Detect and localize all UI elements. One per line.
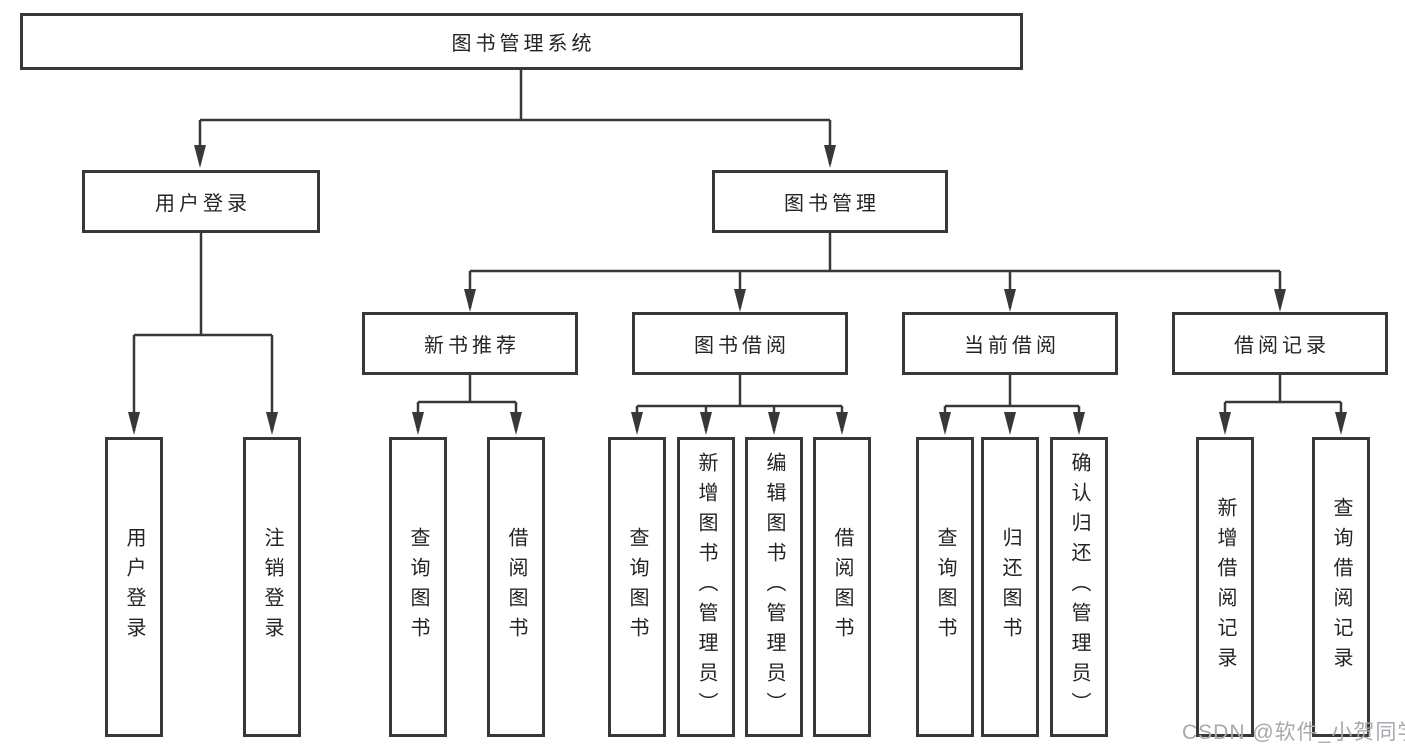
edge-records-to-leaves bbox=[1223, 375, 1343, 431]
node-label: 借阅图书 bbox=[831, 527, 853, 647]
node-label: 当前借阅 bbox=[964, 335, 1060, 357]
leaf-recommend-query-book: 查询图书 bbox=[389, 437, 447, 737]
edge-current-to-leaves bbox=[943, 375, 1081, 431]
watermark: CSDN @软件_小贺同学 bbox=[1182, 721, 1405, 744]
node-label: 注销登录 bbox=[261, 527, 283, 647]
arrow-down-icon bbox=[1274, 289, 1286, 312]
node-label: 查询借阅记录 bbox=[1330, 497, 1352, 677]
arrow-down-icon bbox=[768, 412, 780, 435]
node-label: 用户登录 bbox=[123, 527, 145, 647]
leaf-borrow-add-book: 新增图书（管理员） bbox=[677, 437, 735, 737]
arrow-down-icon bbox=[939, 412, 951, 435]
node-label: 新书推荐 bbox=[424, 335, 520, 357]
arrow-down-icon bbox=[1004, 412, 1016, 435]
edge-root-to-level2 bbox=[198, 70, 832, 164]
node-label: 新增图书（管理员） bbox=[695, 452, 717, 722]
node-current-borrow: 当前借阅 bbox=[902, 312, 1118, 375]
arrow-down-icon bbox=[631, 412, 643, 435]
arrow-down-icon bbox=[836, 412, 848, 435]
leaf-borrow-borrow-book: 借阅图书 bbox=[813, 437, 871, 737]
edges bbox=[132, 70, 1343, 431]
arrow-down-icon bbox=[1004, 289, 1016, 312]
arrow-down-icon bbox=[734, 289, 746, 312]
arrowhead-icons bbox=[128, 145, 1347, 435]
leaf-borrow-query-book: 查询图书 bbox=[608, 437, 666, 737]
leaf-current-return-book: 归还图书 bbox=[981, 437, 1039, 737]
leaf-records-add-record: 新增借阅记录 bbox=[1196, 437, 1254, 737]
node-root: 图书管理系统 bbox=[20, 13, 1023, 70]
leaf-borrow-edit-book: 编辑图书（管理员） bbox=[745, 437, 803, 737]
arrow-down-icon bbox=[266, 412, 278, 435]
node-book-management: 图书管理 bbox=[712, 170, 948, 233]
node-label: 查询图书 bbox=[407, 527, 429, 647]
leaf-current-query-book: 查询图书 bbox=[916, 437, 974, 737]
arrow-down-icon bbox=[700, 412, 712, 435]
arrow-down-icon bbox=[1219, 412, 1231, 435]
edge-manage-to-level3 bbox=[468, 233, 1282, 308]
arrow-down-icon bbox=[1335, 412, 1347, 435]
node-label: 借阅记录 bbox=[1234, 335, 1330, 357]
leaf-logout: 注销登录 bbox=[243, 437, 301, 737]
leaf-current-confirm-return: 确认归还（管理员） bbox=[1050, 437, 1108, 737]
node-label: 归还图书 bbox=[999, 527, 1021, 647]
leaf-user-login: 用户登录 bbox=[105, 437, 163, 737]
node-label: 编辑图书（管理员） bbox=[763, 452, 785, 722]
node-label: 图书借阅 bbox=[694, 335, 790, 357]
node-label: 确认归还（管理员） bbox=[1068, 452, 1090, 722]
arrow-down-icon bbox=[824, 145, 836, 168]
node-label: 图书管理 bbox=[784, 193, 880, 215]
edge-login-to-leaves bbox=[132, 233, 274, 431]
arrow-down-icon bbox=[194, 145, 206, 168]
arrow-down-icon bbox=[128, 412, 140, 435]
edge-borrow-to-leaves bbox=[635, 375, 844, 431]
edge-recommend-to-leaves bbox=[416, 375, 518, 431]
node-label: 查询图书 bbox=[934, 527, 956, 647]
node-label: 图书管理系统 bbox=[451, 33, 596, 55]
arrow-down-icon bbox=[510, 412, 522, 435]
node-label: 借阅图书 bbox=[505, 527, 527, 647]
node-label: 新增借阅记录 bbox=[1214, 497, 1236, 677]
arrow-down-icon bbox=[1073, 412, 1085, 435]
leaf-recommend-borrow-book: 借阅图书 bbox=[487, 437, 545, 737]
leaf-records-query-record: 查询借阅记录 bbox=[1312, 437, 1370, 737]
node-new-book-recommend: 新书推荐 bbox=[362, 312, 578, 375]
node-user-login: 用户登录 bbox=[82, 170, 320, 233]
node-label: 查询图书 bbox=[626, 527, 648, 647]
arrow-down-icon bbox=[412, 412, 424, 435]
node-borrow-records: 借阅记录 bbox=[1172, 312, 1388, 375]
node-book-borrow: 图书借阅 bbox=[632, 312, 848, 375]
arrow-down-icon bbox=[464, 289, 476, 312]
node-label: 用户登录 bbox=[155, 193, 251, 215]
